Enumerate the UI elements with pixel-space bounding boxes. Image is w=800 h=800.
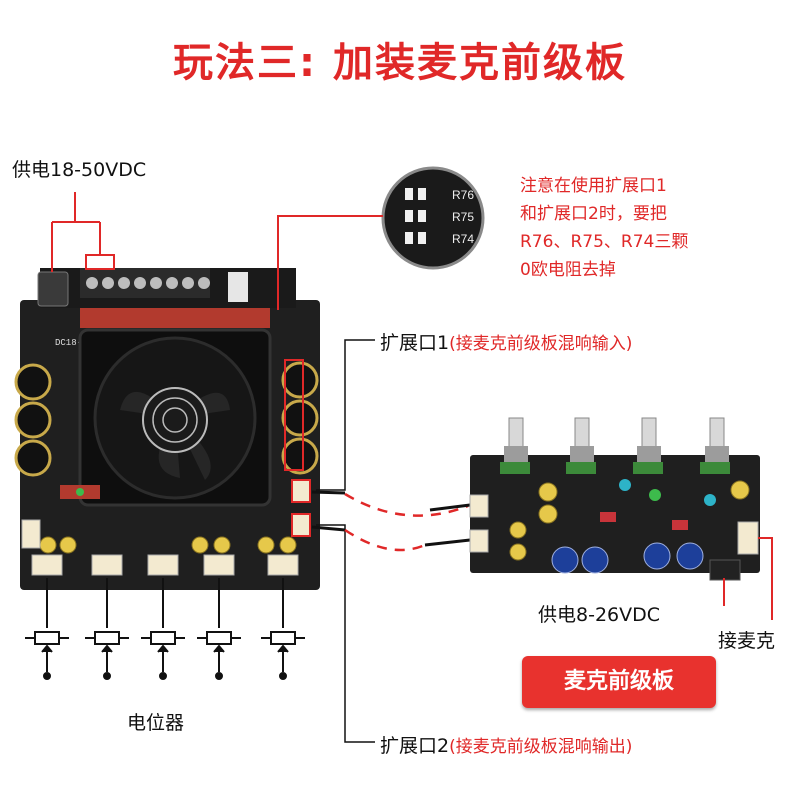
warning-note: 注意在使用扩展口1 和扩展口2时，要把 R76、R75、R74三颗 0欧电阻去掉: [520, 172, 688, 284]
potentiometers: [25, 578, 305, 680]
cables: [311, 490, 471, 552]
note-line: 和扩展口2时，要把: [520, 204, 667, 224]
zoom-label-r75: R75: [452, 210, 474, 224]
pot-connectors: [21, 519, 299, 576]
port-2-label: 扩展口2(接麦克前级板混响输出): [380, 731, 632, 758]
blue-capacitors: [551, 542, 704, 574]
extension-port-2: [291, 513, 311, 537]
capacitors-left: [14, 363, 52, 477]
capacitors-right: [281, 361, 319, 475]
zoom-label-r76: R76: [452, 188, 474, 202]
preamp-badge: 麦克前级板: [522, 656, 716, 708]
cooling-fan: [78, 328, 272, 507]
note-line: 注意在使用扩展口1: [520, 176, 667, 196]
mic-input-label: 接麦克: [718, 630, 776, 652]
mic-connector: [737, 521, 759, 555]
page-title: 玩法三: 加装麦克前级板: [173, 40, 627, 86]
port-1-name: 扩展口1: [380, 332, 450, 354]
board-silk-text: DC18-50V: [55, 338, 99, 348]
power-mic-label: 供电8-26VDC: [538, 604, 661, 626]
potentiometer-label: 电位器: [127, 712, 185, 734]
mic-preamp-board: [469, 417, 760, 581]
terminal-screws: [86, 277, 210, 289]
power-bracket: [51, 192, 115, 272]
zoom-label-r74: R74: [452, 232, 474, 246]
note-line: R76、R75、R74三颗: [520, 232, 689, 252]
port-1-desc: (接麦克前级板混响输入): [449, 334, 633, 354]
power-main-label: 供电18-50VDC: [12, 159, 147, 181]
port-1-label: 扩展口1(接麦克前级板混响输入): [380, 328, 632, 355]
note-line: 0欧电阻去掉: [520, 260, 616, 280]
extension-port-1: [291, 479, 311, 503]
zoom-inset: R76 R75 R74: [381, 166, 485, 270]
amplifier-board: DC18-50V: [14, 268, 320, 590]
port-2-desc: (接麦克前级板混响输出): [449, 737, 633, 757]
small-capacitors: [39, 536, 297, 554]
port-2-name: 扩展口2: [380, 735, 450, 757]
